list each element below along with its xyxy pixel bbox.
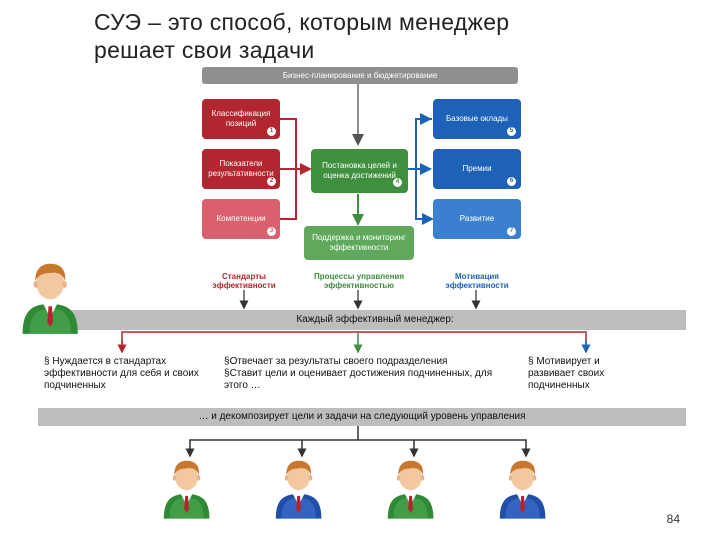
classification-label: Классификация позиций (211, 109, 271, 128)
processes-header: Процессы управления эффективностью (313, 272, 404, 290)
manager-bar: Каждый эффективный менеджер: (64, 310, 686, 330)
bullet-right-text: Мотивирует и развивает своих подчиненных (528, 356, 605, 391)
bullet-right: § Мотивирует и развивает своих подчиненн… (528, 356, 648, 392)
step-number: 7 (507, 227, 516, 236)
step-number: 2 (267, 177, 276, 186)
page-title: СУЭ – это способ, которым менеджер решае… (94, 8, 654, 64)
title-line-1: СУЭ – это способ, которым менеджер (94, 9, 510, 35)
competencies-box: Компетенции 3 (202, 199, 280, 239)
goal-setting-label: Постановка целей и оценка достижений (322, 161, 397, 180)
bullet-center-1: §Отвечает за результаты своего подраздел… (224, 356, 448, 367)
bonuses-box: Премии 6 (433, 149, 521, 189)
performance-indicators-box: Показатели результативности 2 (202, 149, 280, 189)
page-number: 84 (666, 512, 680, 526)
bullet-center-1-text: Отвечает за результаты своего подразделе… (229, 356, 448, 367)
bonuses-label: Премии (462, 164, 492, 173)
development-box: Развитие 7 (433, 199, 521, 239)
classification-box: Классификация позиций 1 (202, 99, 280, 139)
bullet-marker: § (528, 356, 537, 367)
step-number: 3 (267, 227, 276, 236)
base-salaries-label: Базовые оклады (446, 114, 508, 123)
bullet-marker: § (44, 356, 53, 367)
employee-person-icon (272, 456, 325, 524)
monitoring-label: Поддержка и мониторинг эффективности (312, 233, 406, 252)
step-number: 5 (507, 127, 516, 136)
standards-header: Стандарты эффективности (212, 272, 276, 290)
bullet-left: § Нуждается в стандартах эффективности д… (44, 356, 214, 392)
goal-setting-box: Постановка целей и оценка достижений 4 (311, 149, 408, 193)
employee-person-icon (496, 456, 549, 524)
bullet-center-2: §Ставит цели и оценивает достижения подч… (224, 368, 493, 391)
step-number: 6 (507, 177, 516, 186)
development-label: Развитие (459, 214, 495, 223)
bullet-center-2-text: Ставит цели и оценивает достижения подчи… (224, 368, 493, 391)
decomposition-bar: … и декомпозирует цели и задачи на следу… (38, 408, 686, 426)
base-salaries-box: Базовые оклады 5 (433, 99, 521, 139)
step-number: 1 (267, 127, 276, 136)
step-number: 4 (393, 178, 402, 187)
employee-person-icon (384, 456, 437, 524)
performance-indicators-label: Показатели результативности (208, 159, 274, 178)
bullet-center: §Отвечает за результаты своего подраздел… (224, 356, 514, 392)
title-line-2: решает свои задачи (94, 37, 315, 63)
competencies-label: Компетенции (216, 214, 266, 223)
monitoring-box: Поддержка и мониторинг эффективности (304, 226, 414, 260)
employee-person-icon (160, 456, 213, 524)
manager-person-icon (18, 258, 82, 339)
motivation-header: Мотивация эффективности (445, 272, 509, 290)
business-planning-bar: Бизнес-планирование и бюджетирование (202, 67, 518, 84)
bullet-left-text: Нуждается в стандартах эффективности для… (44, 356, 199, 391)
